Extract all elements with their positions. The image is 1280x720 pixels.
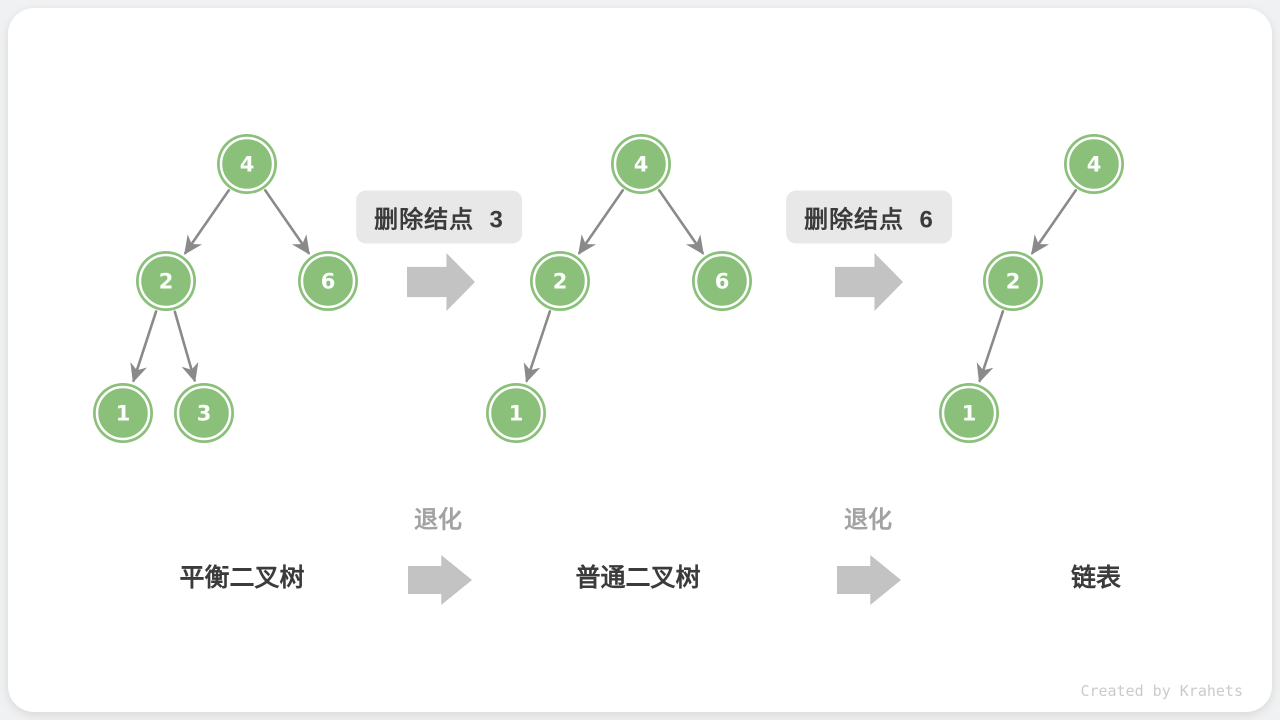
edge-balanced-binary-tree-4-2 [184, 189, 231, 255]
node-linked-list-1: 1 [939, 383, 999, 443]
edge-linked-list-2-1 [976, 310, 1005, 383]
edge-balanced-binary-tree-2-1 [130, 310, 158, 383]
edge-linked-list-4-2 [1031, 189, 1078, 255]
label-balanced-binary-tree: 平衡二叉树 [179, 564, 305, 592]
node-balanced-binary-tree-1: 1 [93, 383, 153, 443]
node-value: 1 [962, 402, 977, 426]
label-ordinary-binary-tree: 普通二叉树 [575, 564, 701, 592]
node-balanced-binary-tree-4: 4 [217, 134, 277, 194]
node-value: 6 [715, 270, 730, 294]
node-linked-list-2: 2 [983, 251, 1043, 311]
step-label-delete-node-3: 删除结点 3 [356, 190, 522, 244]
node-value: 6 [321, 270, 336, 294]
node-value: 2 [159, 270, 174, 294]
step-label-delete-node-6: 删除结点 6 [786, 190, 952, 244]
node-value: 1 [509, 402, 524, 426]
diagram-card [8, 8, 1272, 712]
node-ordinary-binary-tree-4: 4 [611, 134, 671, 194]
edge-ordinary-binary-tree-2-1 [523, 310, 552, 383]
label-linked-list: 链表 [1070, 564, 1122, 592]
node-ordinary-binary-tree-6: 6 [692, 251, 752, 311]
node-value: 4 [240, 153, 255, 177]
node-balanced-binary-tree-3: 3 [174, 383, 234, 443]
node-value: 1 [116, 402, 131, 426]
node-value: 2 [553, 270, 568, 294]
node-balanced-binary-tree-2: 2 [136, 251, 196, 311]
degrade-label: 退化 [414, 506, 462, 534]
node-balanced-binary-tree-6: 6 [298, 251, 358, 311]
watermark: Created by Krahets [1080, 682, 1243, 700]
node-value: 2 [1006, 270, 1021, 294]
node-value: 4 [634, 153, 649, 177]
degrade-label: 退化 [844, 506, 892, 534]
node-ordinary-binary-tree-1: 1 [486, 383, 546, 443]
node-value: 3 [197, 402, 212, 426]
edge-balanced-binary-tree-2-3 [173, 310, 199, 383]
edge-balanced-binary-tree-4-6 [263, 189, 310, 255]
edge-ordinary-binary-tree-4-2 [578, 189, 625, 255]
node-value: 4 [1087, 153, 1102, 177]
node-linked-list-4: 4 [1064, 134, 1124, 194]
edge-ordinary-binary-tree-4-6 [657, 189, 704, 255]
node-ordinary-binary-tree-2: 2 [530, 251, 590, 311]
